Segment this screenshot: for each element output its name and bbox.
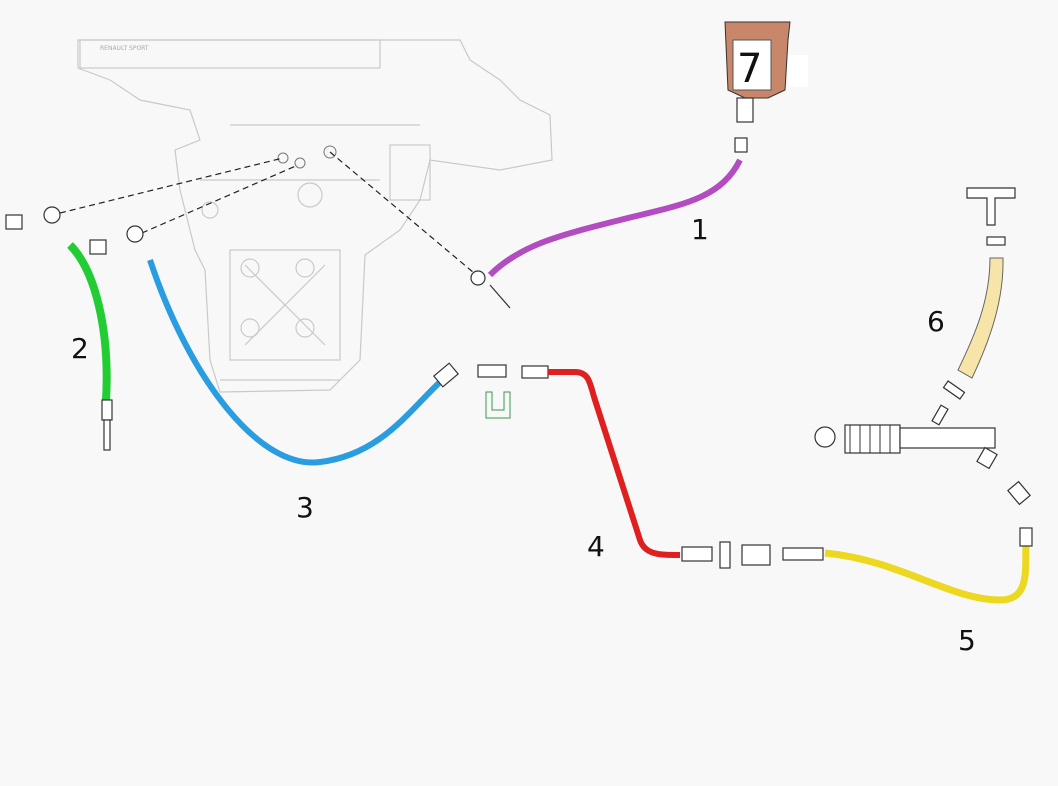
callout-3: 3 [296, 491, 314, 524]
renault-sport-logo: RENAULT SPORT [100, 45, 149, 52]
reservoir-7 [724, 21, 808, 123]
callout-1: 1 [691, 213, 709, 246]
callout-4: 4 [587, 530, 605, 563]
callout-5: 5 [958, 624, 976, 657]
gearbox-housing [77, 39, 553, 393]
slave-cylinder [814, 404, 998, 470]
leader-lines [59, 151, 481, 279]
callout-7: 7 [737, 46, 762, 92]
callout-6: 6 [927, 305, 945, 338]
bleed-tool-6 [942, 187, 1016, 400]
union-connector [477, 364, 511, 419]
callout-2: 2 [71, 332, 89, 365]
retaining-clip [485, 391, 511, 419]
hose-4 [521, 365, 771, 569]
hose-5 [782, 480, 1033, 604]
hose-2 [5, 206, 113, 451]
hose-1 [470, 137, 748, 309]
hose-3 [89, 225, 460, 466]
